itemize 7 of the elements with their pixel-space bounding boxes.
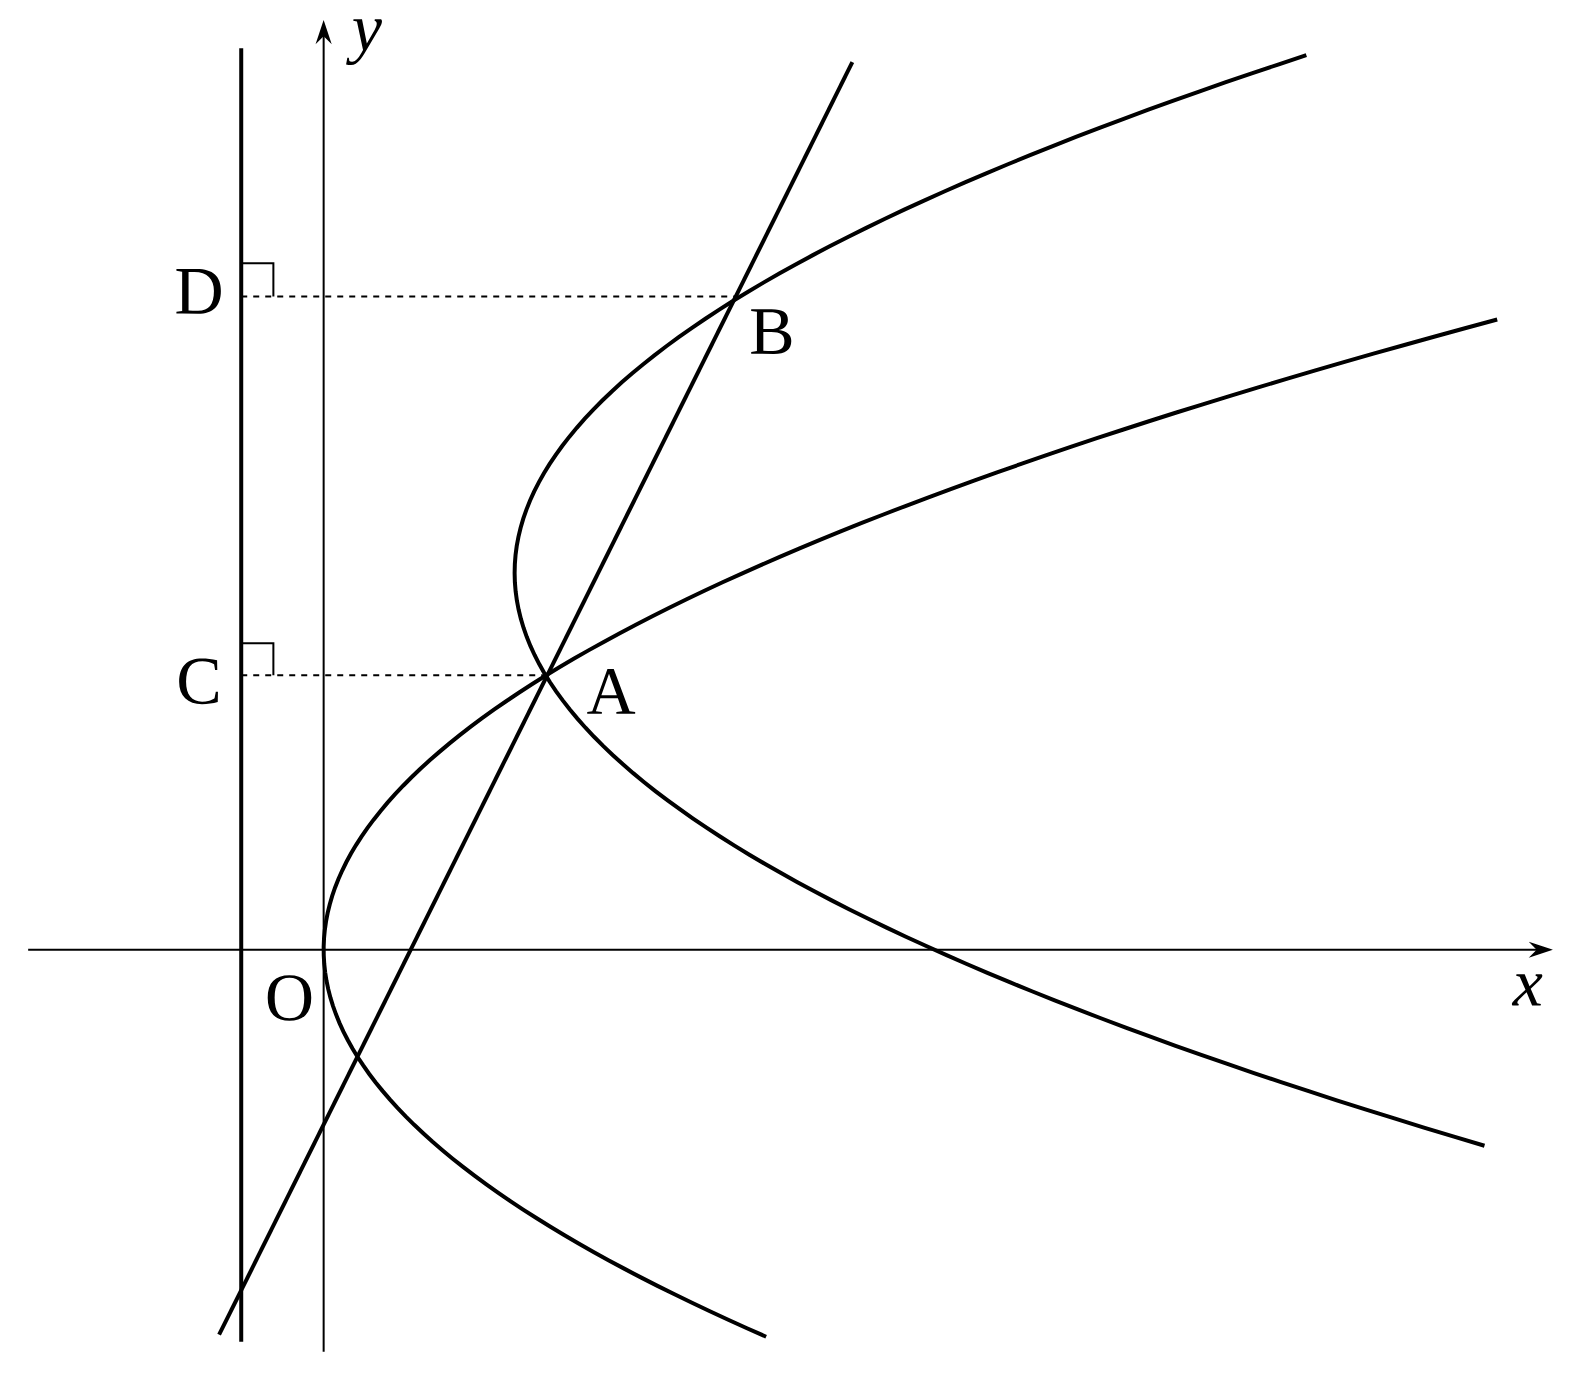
point-label: D [176,269,221,314]
point-label: C [179,658,218,705]
point-label: A [587,669,636,714]
axis-label: x [1511,974,1543,1006]
point-label: B [751,309,792,354]
point-label: O [267,975,312,1021]
axis-label: y [346,19,382,66]
